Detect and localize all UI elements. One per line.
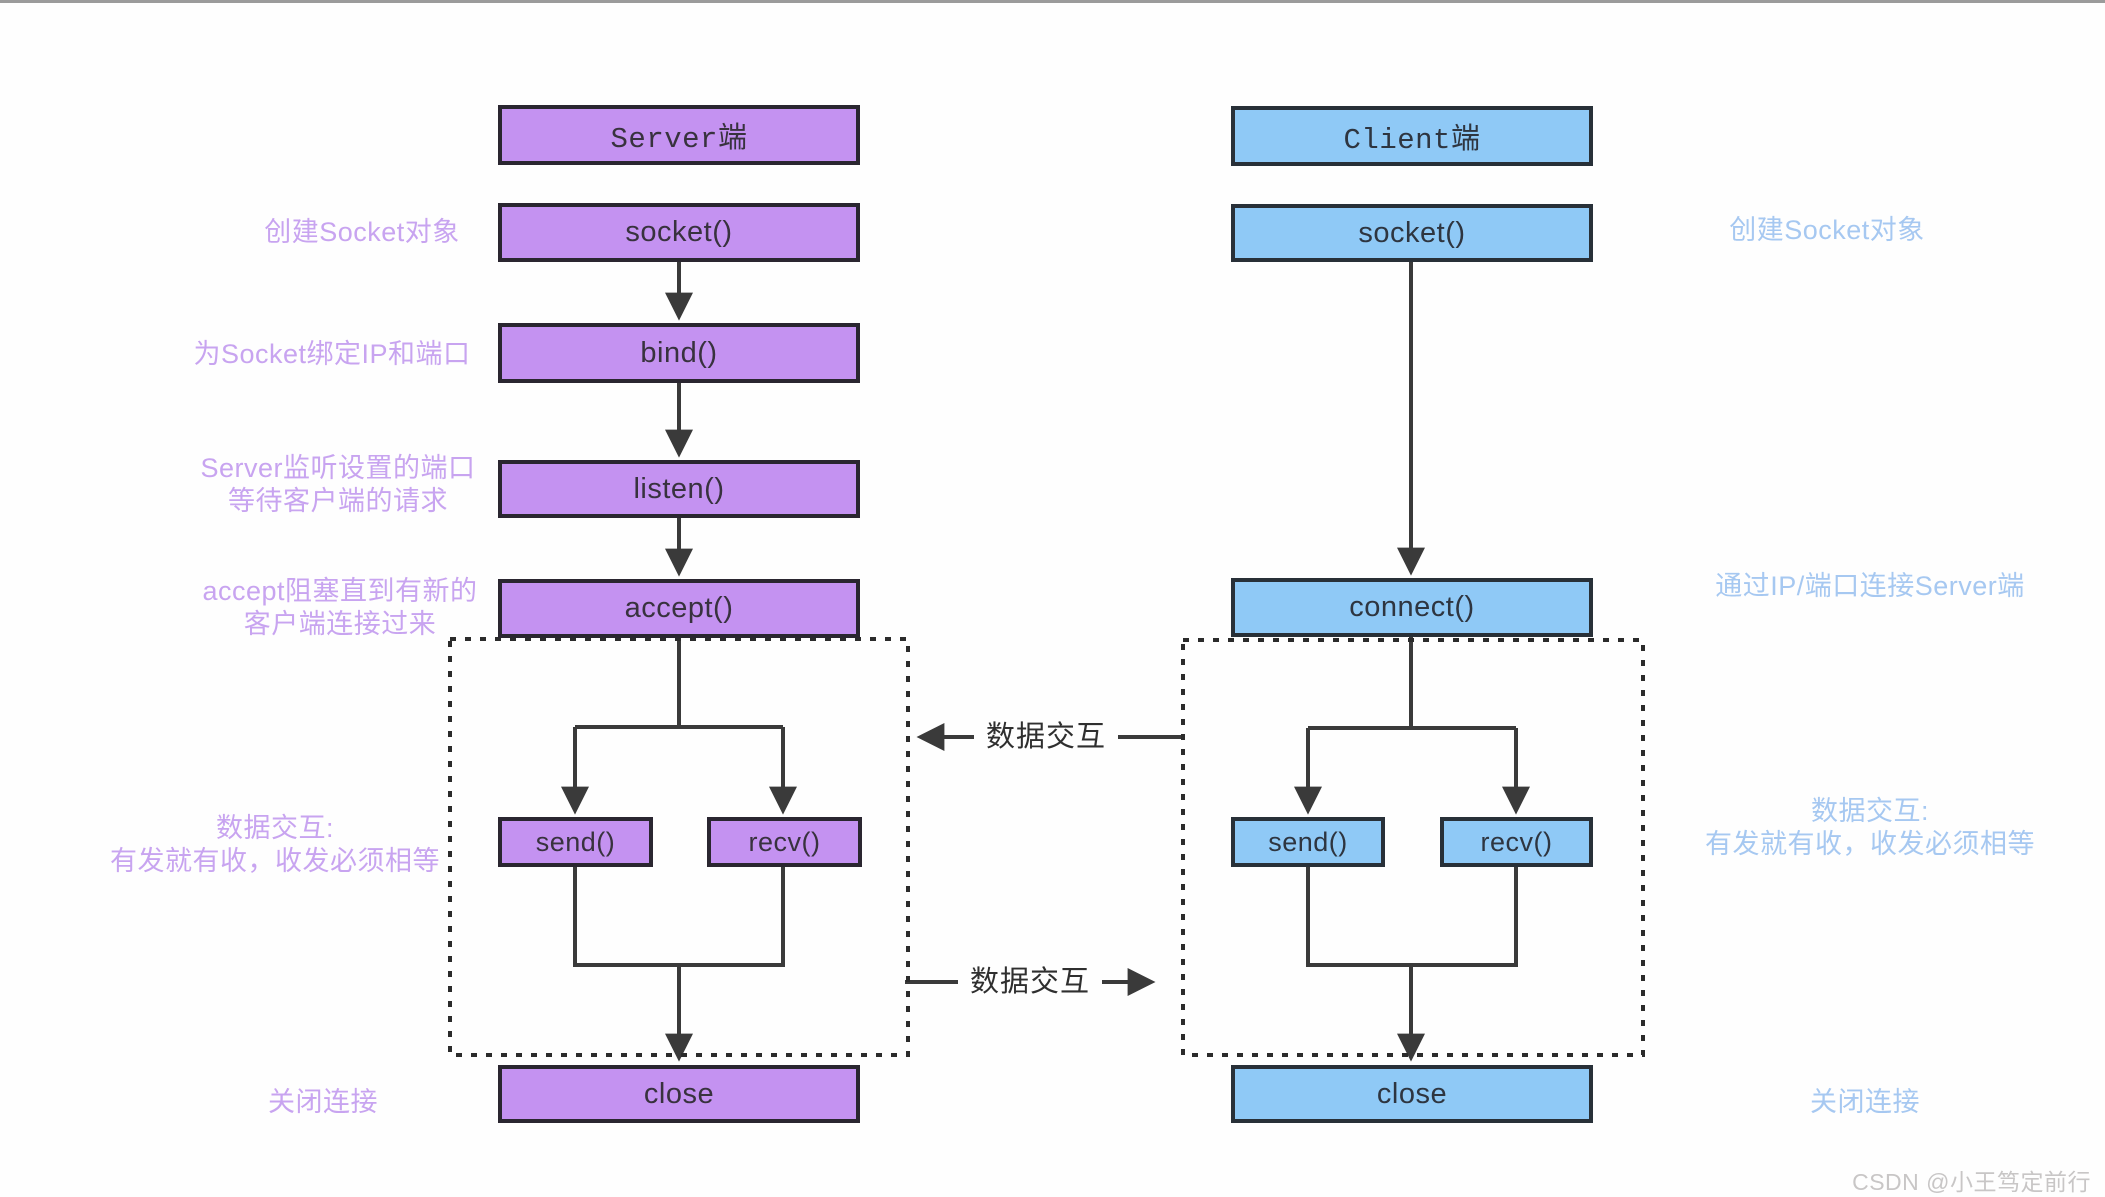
client-send-box: send() — [1231, 817, 1385, 867]
server-note-data-exchange: 数据交互: 有发就有收，收发必须相等 — [85, 812, 465, 878]
client-header-box: Client端 — [1231, 106, 1593, 166]
client-note-close: 关闭连接 — [1810, 1087, 1920, 1117]
client-close-box: close — [1231, 1065, 1593, 1123]
server-bind-box: bind() — [498, 323, 860, 383]
server-note-bind: 为Socket绑定IP和端口 — [193, 339, 471, 369]
server-dashed-region — [448, 637, 910, 1057]
server-note-close: 关闭连接 — [268, 1087, 378, 1117]
server-recv-box: recv() — [707, 817, 862, 867]
watermark: CSDN @小王笃定前行 — [1852, 1169, 2091, 1195]
server-header-box: Server端 — [498, 105, 860, 165]
client-connect-box: connect() — [1231, 578, 1593, 637]
data-exchange-label-top: 数据交互 — [974, 717, 1118, 757]
server-note-accept: accept阻塞直到有新的 客户端连接过来 — [190, 575, 490, 641]
client-socket-box: socket() — [1231, 204, 1593, 262]
server-note-create-socket: 创建Socket对象 — [264, 217, 460, 247]
server-note-data-line1: 数据交互: — [215, 813, 334, 843]
client-note-data-exchange: 数据交互: 有发就有收，收发必须相等 — [1680, 795, 2060, 861]
client-note-data-line2: 有发就有收，收发必须相等 — [1705, 829, 2035, 859]
client-note-data-line1: 数据交互: — [1810, 796, 1929, 826]
exchange-arrows — [905, 723, 1183, 996]
client-flow-lines — [1294, 262, 1530, 1062]
data-exchange-label-bottom: 数据交互 — [958, 962, 1102, 1002]
server-note-listen-line2: 等待客户端的请求 — [228, 486, 448, 516]
server-close-box: close — [498, 1065, 860, 1123]
client-note-connect: 通过IP/端口连接Server端 — [1715, 571, 2025, 601]
server-note-accept-line2: 客户端连接过来 — [243, 609, 437, 639]
client-recv-box: recv() — [1440, 817, 1593, 867]
server-accept-box: accept() — [498, 579, 860, 638]
server-note-data-line2: 有发就有收，收发必须相等 — [110, 846, 440, 876]
top-border-line — [0, 0, 2105, 3]
client-dashed-region — [1181, 638, 1645, 1057]
server-send-box: send() — [498, 817, 653, 867]
server-note-listen-line1: Server监听设置的端口 — [200, 453, 476, 483]
server-note-listen: Server监听设置的端口 等待客户端的请求 — [188, 452, 488, 518]
server-socket-box: socket() — [498, 203, 860, 262]
server-note-accept-line1: accept阻塞直到有新的 — [202, 576, 478, 606]
client-note-create-socket: 创建Socket对象 — [1729, 215, 1925, 245]
server-listen-box: listen() — [498, 460, 860, 518]
server-flow-lines — [561, 262, 797, 1062]
